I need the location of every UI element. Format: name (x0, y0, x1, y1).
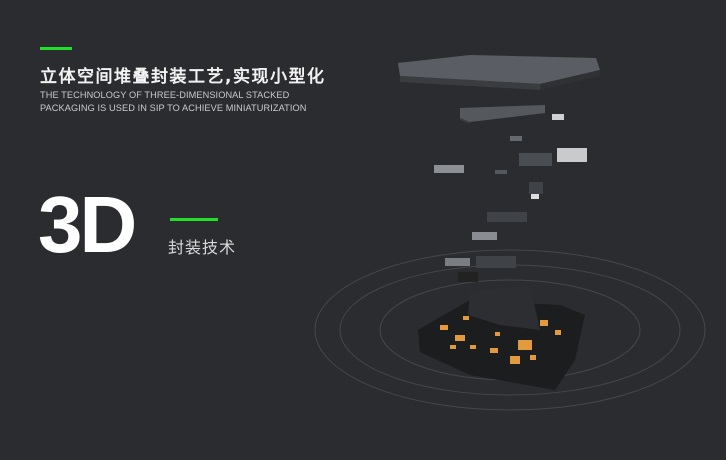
component-small (510, 136, 522, 141)
subtitle-line-1: THE TECHNOLOGY OF THREE-DIMENSIONAL STAC… (40, 90, 290, 100)
big-3d-label: 3D (38, 180, 137, 269)
subtitle-line-2: PACKAGING IS USED IN SIP TO ACHIEVE MINI… (40, 103, 307, 113)
smd-components (440, 316, 561, 364)
component-passive (552, 114, 564, 120)
caption: 封装技术 (168, 238, 237, 257)
accent-bar-top (40, 47, 72, 50)
component-ics (434, 148, 587, 282)
circuit-board (418, 285, 585, 390)
die-top (460, 105, 545, 124)
accent-bar-caption (170, 218, 218, 221)
shield-lid (398, 55, 600, 90)
headline: 立体空间堆叠封装工艺,实现小型化 (40, 67, 326, 87)
